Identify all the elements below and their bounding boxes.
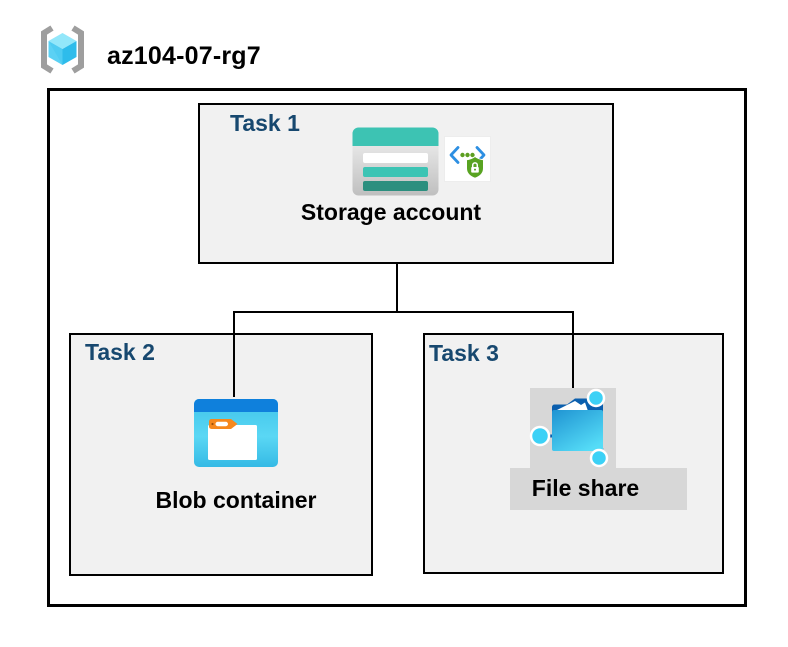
connector-horizontal xyxy=(233,311,574,313)
secure-endpoint-icon xyxy=(444,136,491,182)
task2-label: Task 2 xyxy=(85,339,155,365)
task1-label: Task 1 xyxy=(230,110,300,136)
file-share-icon xyxy=(529,388,609,468)
storage-account-icon xyxy=(352,127,439,196)
task3-label: Task 3 xyxy=(429,340,499,366)
file-share-label: File share xyxy=(531,475,640,502)
connector-task1-stem xyxy=(396,264,398,313)
blob-container-label: Blob container xyxy=(155,487,317,513)
storage-account-label: Storage account xyxy=(300,199,482,225)
resource-group-icon xyxy=(41,25,84,74)
blob-container-icon xyxy=(194,399,278,467)
connector-to-task2 xyxy=(233,311,235,397)
connector-to-task3 xyxy=(572,311,574,389)
resource-group-title: az104-07-rg7 xyxy=(107,42,261,70)
file-share-label-background: File share xyxy=(510,468,687,510)
file-share-icon-background xyxy=(529,388,616,468)
